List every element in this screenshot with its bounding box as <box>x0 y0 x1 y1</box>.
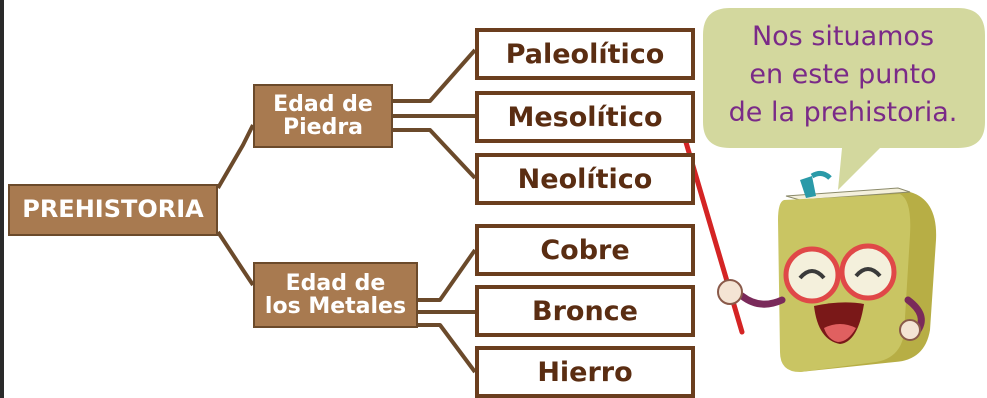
leaf-neolitico: Neolítico <box>475 153 695 205</box>
root-node: PREHISTORIA <box>8 184 218 236</box>
connector-root-piedra <box>216 124 255 190</box>
leaf-paleolitico-label: Paleolítico <box>505 38 665 70</box>
connector-metales-cobre <box>418 248 477 302</box>
leaf-hierro: Hierro <box>475 346 695 398</box>
branch-piedra-line2: Piedra <box>282 115 364 140</box>
book-character-icon <box>717 170 937 372</box>
branch-metales-line1: Edad de <box>285 270 386 296</box>
connector-piedra-paleolitico <box>393 48 477 103</box>
bubble-line-1: Nos situamos <box>751 21 935 52</box>
speech-bubble-shape <box>703 8 985 190</box>
connector-root-metales <box>216 230 255 287</box>
bubble-line-3: de la prehistoria. <box>728 97 958 128</box>
branch-edad-de-piedra: Edad de Piedra <box>253 84 393 148</box>
branch-edad-de-los-metales: Edad de los Metales <box>253 262 418 328</box>
leaf-hierro-label: Hierro <box>537 356 633 388</box>
bubble-line-2: en este punto <box>749 59 937 90</box>
leaf-paleolitico: Paleolítico <box>475 28 695 80</box>
leaf-mesolitico-label: Mesolítico <box>507 101 663 133</box>
connector-metales-hierro <box>418 323 477 374</box>
branch-metales-line2: los Metales <box>264 294 407 319</box>
leaf-cobre: Cobre <box>475 224 695 276</box>
left-border <box>0 0 4 398</box>
leaf-bronce: Bronce <box>475 285 695 337</box>
leaf-mesolitico: Mesolítico <box>475 91 695 143</box>
branch-piedra-line1: Edad de <box>273 91 373 117</box>
leaf-neolitico-label: Neolítico <box>517 163 653 195</box>
connector-piedra-neolitico <box>393 128 477 180</box>
root-label: PREHISTORIA <box>22 195 204 224</box>
leaf-bronce-label: Bronce <box>532 295 638 327</box>
leaf-cobre-label: Cobre <box>540 234 630 266</box>
speech-bubble-text: Nos situamos en este punto de la prehist… <box>712 18 974 132</box>
